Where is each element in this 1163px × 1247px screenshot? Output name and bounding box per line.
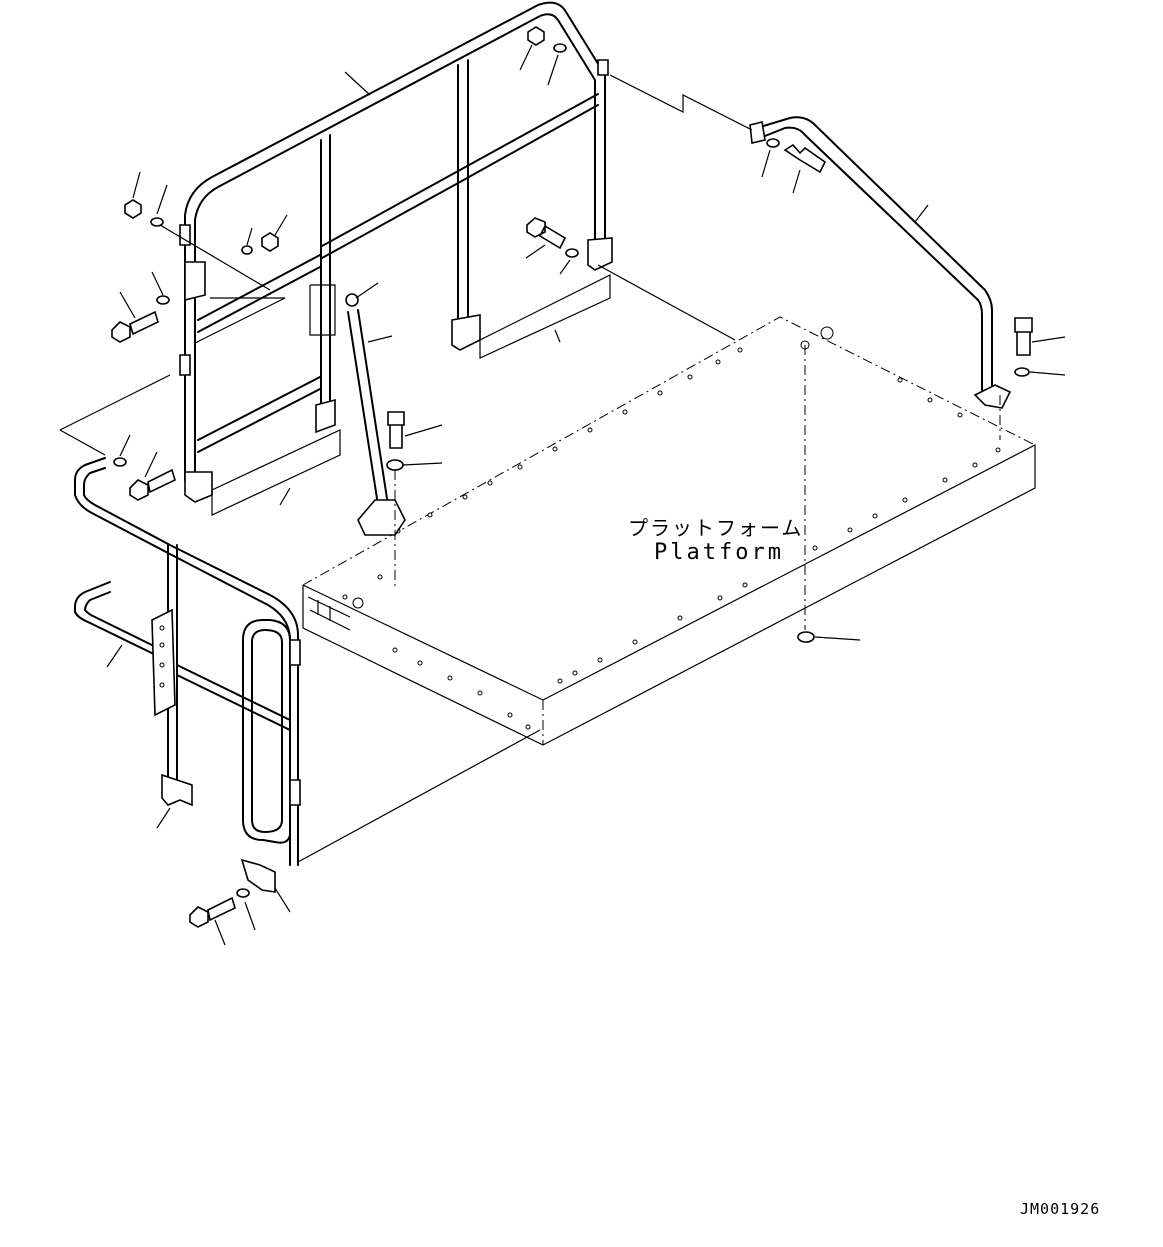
rear-handrail <box>179 1 613 503</box>
toe-plates <box>211 274 611 516</box>
right-handrail <box>749 116 1012 409</box>
platform-deck <box>302 316 1036 746</box>
bolts <box>111 143 1033 928</box>
bottom-clamp <box>240 858 276 893</box>
platform-label-japanese: プラットフォーム <box>628 516 804 540</box>
left-handrail <box>74 457 301 866</box>
washers-and-nuts <box>113 26 1030 898</box>
platform-label-english: Platform <box>654 540 784 565</box>
platform-holes <box>342 326 1001 730</box>
step-bracket <box>74 581 176 717</box>
leader-lines <box>106 44 1066 946</box>
drawing-code: JM001926 <box>1020 1200 1101 1218</box>
diagonal-brace <box>345 293 406 536</box>
assembly-lines <box>59 74 1001 863</box>
